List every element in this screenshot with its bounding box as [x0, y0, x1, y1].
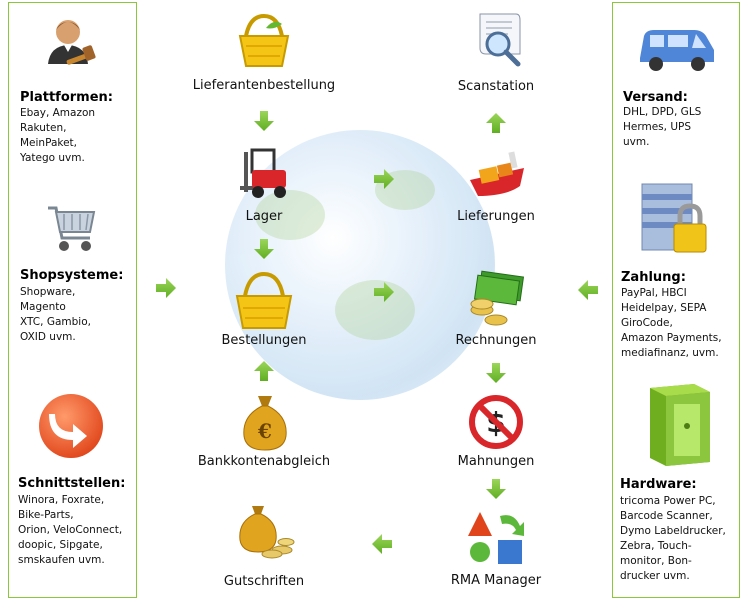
arrow-down-icon — [486, 363, 506, 383]
node-label-rechnungen: Rechnungen — [455, 333, 537, 348]
section-text-shopsysteme: Shopware, Magento XTC, Gambio, OXID uvm. — [20, 286, 91, 343]
forklift-icon — [240, 148, 286, 198]
section-text-versand: DHL, DPD, GLS Hermes, UPS uvm. — [623, 106, 702, 148]
arrow-up-icon — [254, 361, 274, 381]
money-bag-coins-icon — [239, 506, 295, 559]
section-title-schnittstellen: Schnittstellen: — [18, 476, 126, 491]
no-dollar-icon: $ — [469, 395, 523, 449]
pc-tower-icon — [650, 384, 710, 466]
right-panel — [612, 2, 740, 598]
secure-server-lock-icon — [641, 183, 707, 253]
arrow-right-icon — [374, 282, 394, 302]
node-label-bankkontenabgleich: Bankkontenabgleich — [197, 454, 331, 469]
auctioneer-gavel-icon — [48, 20, 96, 65]
section-title-versand: Versand: — [623, 90, 688, 105]
arrow-down-icon — [254, 239, 274, 259]
section-title-plattformen: Plattformen: — [20, 90, 113, 105]
left-panel — [8, 2, 137, 598]
section-title-zahlung: Zahlung: — [621, 270, 686, 285]
node-label-bestellungen: Bestellungen — [221, 333, 307, 348]
interface-arrow-icon — [39, 394, 103, 458]
shopping-cart-icon — [48, 206, 96, 251]
node-label-lager: Lager — [245, 209, 283, 224]
node-label-rma-manager: RMA Manager — [450, 573, 542, 588]
money-bag-euro-icon: € — [243, 396, 287, 451]
arrow-right-icon — [156, 278, 176, 298]
arrow-right-icon — [374, 169, 394, 189]
svg-text:€: € — [257, 419, 272, 443]
banknotes-coins-icon — [470, 270, 525, 326]
node-label-lieferungen: Lieferungen — [457, 209, 535, 224]
arrow-down-icon — [254, 111, 274, 131]
shopping-basket-icon — [238, 13, 290, 67]
section-text-zahlung: PayPal, HBCI Heidelpay, SEPA GiroCode, A… — [621, 287, 722, 359]
shapes-recycle-icon — [468, 512, 524, 564]
section-text-plattformen: Ebay, Amazon Rakuten, MeinPaket, Yatego … — [20, 107, 96, 164]
node-label-scanstation: Scanstation — [457, 79, 535, 94]
section-title-shopsysteme: Shopsysteme: — [20, 268, 124, 283]
arrow-left-icon — [578, 280, 598, 300]
node-label-lieferantenbestellung: Lieferantenbestellung — [192, 78, 336, 93]
section-text-hardware: tricoma Power PC, Barcode Scanner, Dymo … — [620, 495, 726, 582]
node-label-gutschriften: Gutschriften — [223, 574, 305, 589]
node-label-mahnungen: Mahnungen — [457, 454, 535, 469]
shopping-basket-icon — [235, 271, 293, 329]
document-magnifier-icon — [479, 13, 521, 67]
delivery-van-icon — [640, 30, 714, 71]
arrow-up-icon — [486, 113, 506, 133]
arrow-down-icon — [486, 479, 506, 499]
arrow-left-icon — [372, 534, 392, 554]
section-text-schnittstellen: Winora, Foxrate, Bike-Parts, Orion, Velo… — [18, 494, 123, 566]
section-title-hardware: Hardware: — [620, 477, 697, 492]
cargo-ship-icon — [470, 151, 524, 196]
